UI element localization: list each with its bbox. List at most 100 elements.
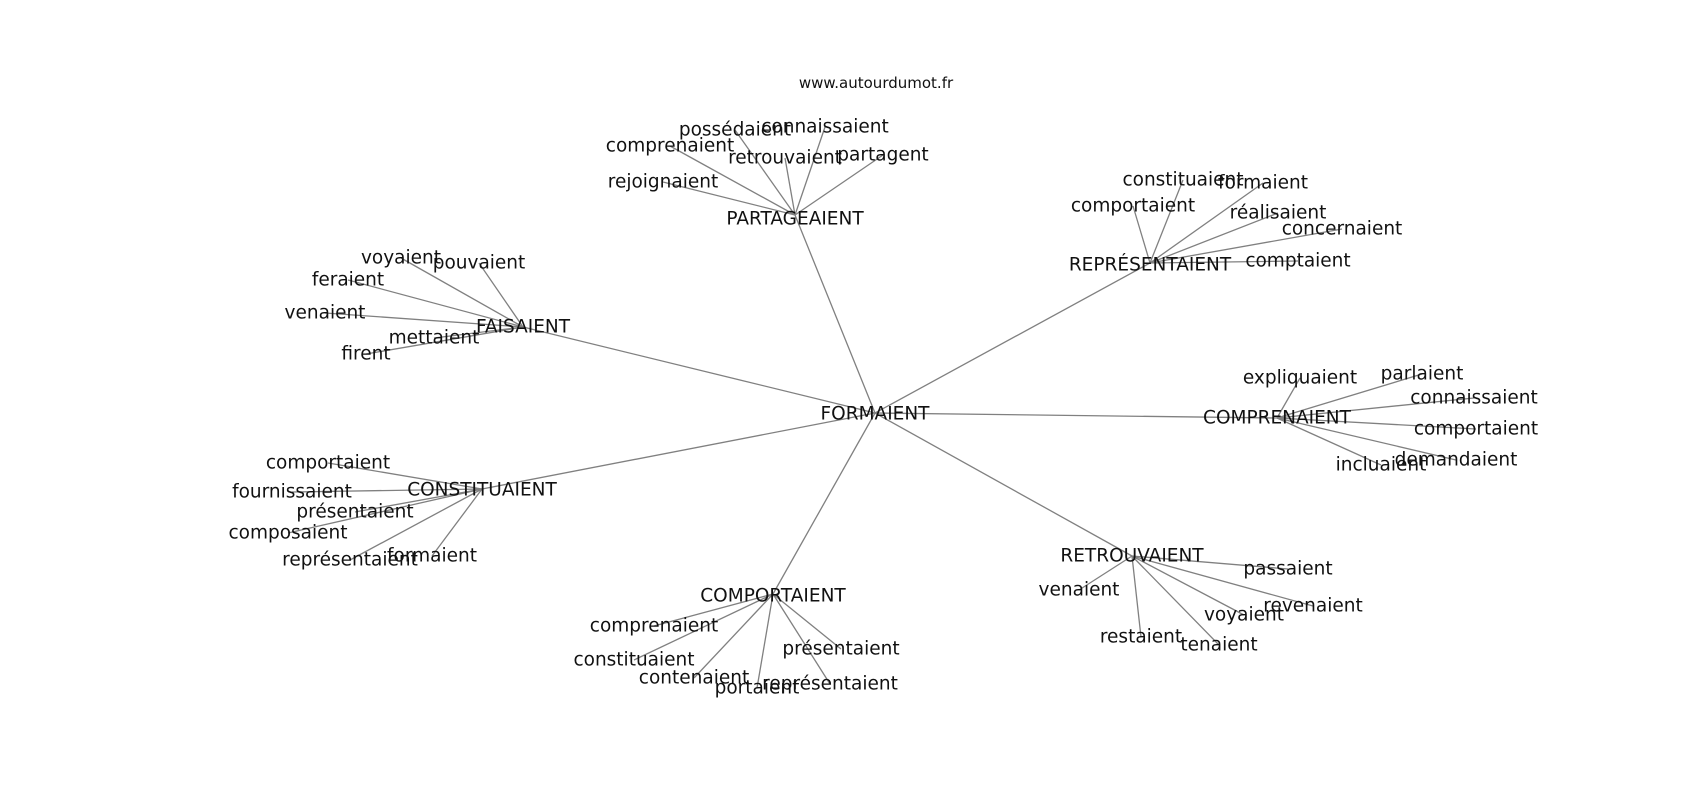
edge-partageaient-1 <box>794 126 826 216</box>
edge-constituaient-4 <box>349 488 483 561</box>
cluster-hub-faisaient: FAISAIENT <box>476 317 571 338</box>
leaf-word: comptaient <box>1245 251 1350 272</box>
edge-constituaient-2 <box>354 488 483 513</box>
edge-comprenaient-4 <box>1276 417 1457 461</box>
edge-representaient-2 <box>1132 205 1151 264</box>
leaf-word: parlaient <box>1381 364 1464 385</box>
edge-representaient-4 <box>1149 228 1343 264</box>
edge-comportaient-2 <box>772 593 842 650</box>
edge-comprenaient-2 <box>1276 397 1475 419</box>
leaf-word: venaient <box>1039 580 1120 601</box>
edge-representaient-5 <box>1149 260 1299 264</box>
leaf-word: composaient <box>228 523 347 544</box>
leaf-word: rejoignaient <box>608 172 719 193</box>
leaf-word: mettaient <box>389 328 480 349</box>
leaf-word: tenaient <box>1180 635 1257 656</box>
leaf-word: venaient <box>285 303 366 324</box>
labels: possédaientconnaissaientcomprenaientretr… <box>228 117 1538 699</box>
edge-comportaient-3 <box>693 593 774 679</box>
edge-constituaient-1 <box>291 488 483 493</box>
edge-comportaient-0 <box>653 593 774 627</box>
edge-faisaient-0 <box>400 257 524 328</box>
edge-retrouvaient-0 <box>1131 555 1289 570</box>
edge-root-retrouvaient <box>874 412 1133 557</box>
edge-comprenaient-1 <box>1276 373 1423 419</box>
leaf-word: demandaient <box>1395 450 1518 471</box>
leaf-word: présentaient <box>296 502 413 523</box>
leaf-word: contenaient <box>639 668 749 689</box>
leaf-word: possédaient <box>679 120 791 141</box>
leaf-word: fournissaient <box>232 482 352 503</box>
edge-constituaient-3 <box>287 488 483 534</box>
edge-comportaient-4 <box>756 593 774 689</box>
edge-comprenaient-3 <box>1276 417 1477 430</box>
edge-representaient-3 <box>1149 212 1279 264</box>
leaf-word: pouvaient <box>433 253 526 274</box>
leaf-word: revenaient <box>1263 596 1362 617</box>
edge-root-partageaient <box>794 214 876 414</box>
leaf-word: incluaient <box>1336 455 1427 476</box>
leaf-word: partagent <box>837 145 928 166</box>
edge-retrouvaient-4 <box>1131 555 1142 638</box>
leaf-word: expliquaient <box>1243 368 1357 389</box>
edges <box>287 126 1477 689</box>
cluster-hub-partageaient: PARTAGEAIENT <box>726 209 864 230</box>
edge-retrouvaient-3 <box>1131 555 1245 616</box>
cluster-hub-representaient: REPRÉSENTAIENT <box>1069 254 1232 276</box>
edge-root-comprenaient <box>874 412 1278 419</box>
edge-partageaient-4 <box>794 154 884 216</box>
leaf-word: comprenaient <box>590 616 718 637</box>
edge-retrouvaient-5 <box>1131 555 1220 646</box>
edge-constituaient-5 <box>431 488 483 557</box>
leaf-word: constituaient <box>573 650 694 671</box>
edge-root-representaient <box>874 262 1151 414</box>
leaf-word: firent <box>341 344 390 365</box>
leaf-word: représentaient <box>282 550 418 571</box>
edge-faisaient-3 <box>324 312 524 328</box>
root-word: FORMAIENT <box>821 404 931 425</box>
leaf-word: connaissaient <box>761 117 889 138</box>
edge-root-comportaient <box>772 412 876 595</box>
leaf-word: passaient <box>1243 559 1332 580</box>
edge-representaient-0 <box>1149 179 1184 264</box>
leaf-word: formaient <box>387 546 477 567</box>
edge-comportaient-1 <box>633 593 774 661</box>
leaf-word: représentaient <box>762 674 898 695</box>
source-url: www.autourdumot.fr <box>799 74 954 92</box>
leaf-word: restaient <box>1100 627 1182 648</box>
cluster-hub-comprenaient: COMPRENAIENT <box>1203 408 1352 429</box>
edge-faisaient-4 <box>433 326 524 339</box>
edge-root-faisaient <box>522 326 876 414</box>
edge-partageaient-0 <box>734 129 796 216</box>
edge-retrouvaient-2 <box>1131 555 1314 607</box>
leaf-word: comportaient <box>1071 196 1195 217</box>
leaf-word: constituaient <box>1122 170 1243 191</box>
edge-faisaient-5 <box>365 326 524 355</box>
leaf-word: concernaient <box>1282 219 1403 240</box>
edge-partageaient-3 <box>784 157 796 216</box>
leaf-word: comportaient <box>1414 419 1538 440</box>
edge-partageaient-5 <box>662 181 796 216</box>
cluster-hub-constituaient: CONSTITUAIENT <box>407 480 557 501</box>
leaf-word: retrouvaient <box>728 148 842 169</box>
leaf-word: formaient <box>1218 173 1308 194</box>
leaf-word: voyaient <box>1204 605 1284 626</box>
leaf-word: feraient <box>312 270 384 291</box>
edge-partageaient-2 <box>669 145 796 216</box>
edge-root-constituaient <box>481 412 876 490</box>
edge-comportaient-5 <box>772 593 831 685</box>
cluster-hub-retrouvaient: RETROUVAIENT <box>1060 546 1204 567</box>
leaf-word: réalisaient <box>1230 203 1327 224</box>
leaf-word: présentaient <box>782 639 899 660</box>
leaf-word: comportaient <box>266 453 390 474</box>
leaf-word: portaient <box>715 678 800 699</box>
edge-representaient-1 <box>1149 182 1264 264</box>
edge-faisaient-2 <box>347 279 524 328</box>
leaf-word: connaissaient <box>1410 388 1538 409</box>
edge-retrouvaient-1 <box>1078 555 1133 591</box>
edge-comprenaient-0 <box>1276 377 1301 419</box>
edge-comprenaient-5 <box>1276 417 1382 466</box>
cluster-hub-comportaient: COMPORTAIENT <box>700 586 846 607</box>
